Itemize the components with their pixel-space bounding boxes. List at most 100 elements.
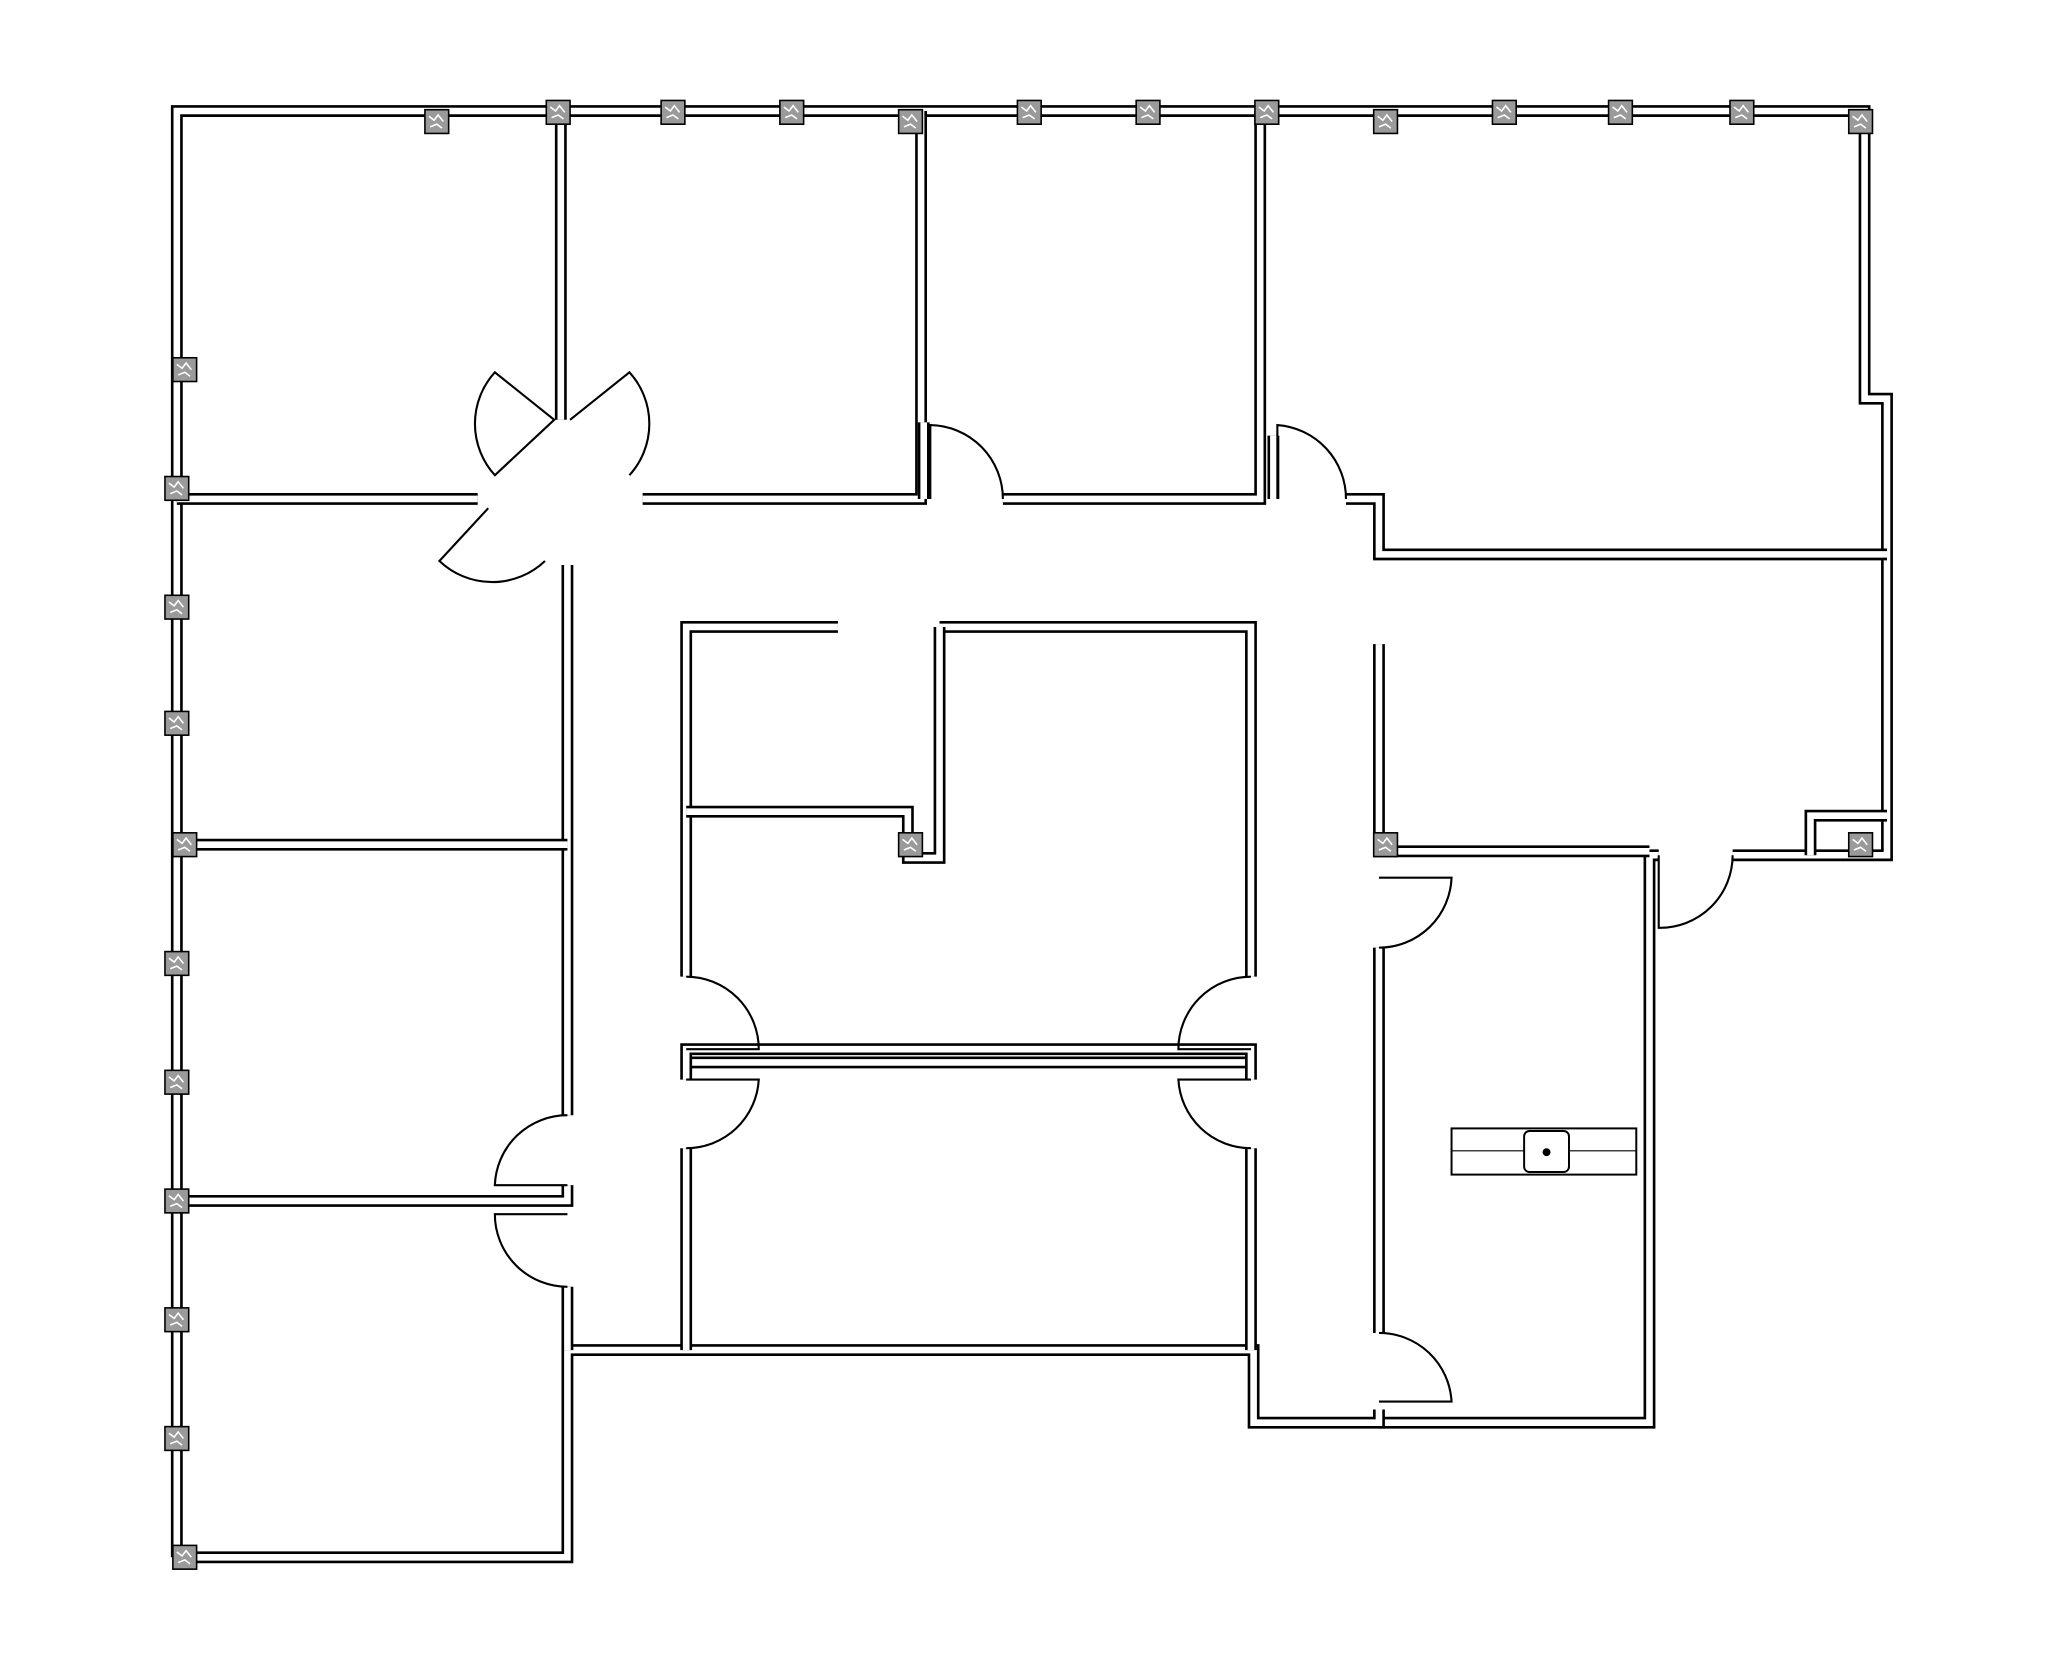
column-box bbox=[660, 99, 686, 125]
wall-core bbox=[173, 107, 1891, 1558]
column bbox=[164, 475, 190, 502]
column-hatch bbox=[1495, 104, 1512, 120]
column bbox=[1016, 99, 1042, 125]
wall-core bbox=[642, 111, 925, 503]
column-hatch bbox=[902, 113, 918, 129]
column-hatch bbox=[1377, 836, 1393, 852]
column-hatch bbox=[1377, 113, 1393, 129]
column-hatch bbox=[902, 836, 918, 852]
column-hatch bbox=[168, 715, 185, 731]
column-box bbox=[164, 1069, 190, 1095]
door-swing bbox=[437, 507, 546, 584]
column-hatch bbox=[168, 1311, 185, 1327]
column bbox=[660, 99, 686, 125]
door-swing bbox=[493, 1114, 568, 1187]
doors bbox=[437, 370, 1734, 1403]
column-hatch bbox=[1733, 104, 1750, 120]
column bbox=[897, 108, 924, 135]
door-swing bbox=[1378, 1331, 1453, 1403]
door-swing bbox=[686, 1078, 760, 1150]
door-swing bbox=[686, 975, 760, 1051]
column-box bbox=[1729, 99, 1755, 125]
column-hatch bbox=[664, 104, 681, 120]
column bbox=[1729, 99, 1755, 125]
column bbox=[424, 108, 450, 135]
column-box bbox=[1016, 99, 1042, 125]
door-swing bbox=[1276, 423, 1348, 499]
columns bbox=[164, 99, 1874, 1570]
column-box bbox=[545, 99, 571, 125]
wall-outline bbox=[176, 1344, 1385, 1564]
column-hatch bbox=[176, 836, 192, 852]
column bbox=[1847, 108, 1874, 135]
column bbox=[164, 950, 190, 977]
column-box bbox=[172, 1544, 198, 1570]
sink-drain-icon bbox=[1542, 1148, 1551, 1157]
wall-outline bbox=[686, 626, 946, 864]
column-box bbox=[164, 1188, 190, 1214]
column-hatch bbox=[1020, 104, 1037, 120]
column-box bbox=[172, 356, 198, 383]
door-swing bbox=[1177, 975, 1251, 1051]
column-box bbox=[1607, 99, 1634, 125]
column bbox=[164, 1069, 190, 1095]
wall-core bbox=[686, 626, 943, 862]
column-hatch bbox=[783, 104, 799, 120]
wall-core bbox=[1345, 495, 1888, 558]
wall-core bbox=[1375, 644, 1650, 855]
wall-outline bbox=[680, 621, 838, 977]
column-hatch bbox=[168, 1430, 185, 1446]
wall-core bbox=[176, 1346, 1383, 1561]
column-hatch bbox=[168, 1193, 185, 1209]
fixtures bbox=[1450, 1127, 1638, 1176]
wall-outline bbox=[1345, 493, 1888, 561]
wall-outline bbox=[642, 111, 928, 505]
column-hatch bbox=[1612, 104, 1628, 120]
column-box bbox=[1847, 108, 1874, 135]
column-box bbox=[1254, 99, 1280, 125]
column bbox=[172, 832, 198, 858]
column-box bbox=[164, 1425, 190, 1452]
column-box bbox=[1372, 108, 1399, 135]
door-swing bbox=[493, 1213, 568, 1288]
column-hatch bbox=[1258, 104, 1275, 120]
column-box bbox=[172, 832, 198, 858]
column-hatch bbox=[176, 1549, 192, 1565]
column-box bbox=[1847, 832, 1874, 858]
column bbox=[164, 710, 190, 736]
wall-outline bbox=[170, 105, 1893, 1558]
column bbox=[1847, 832, 1874, 858]
wall-core bbox=[1002, 111, 1264, 503]
door-swing bbox=[1177, 1078, 1251, 1150]
column bbox=[1372, 832, 1399, 858]
column-hatch bbox=[1852, 836, 1868, 852]
column-box bbox=[779, 99, 805, 125]
column-box bbox=[1135, 99, 1161, 125]
door-swing bbox=[569, 370, 651, 476]
column-box bbox=[164, 950, 190, 977]
wall-core bbox=[939, 623, 1255, 977]
column-box bbox=[164, 1307, 190, 1333]
column-box bbox=[164, 710, 190, 736]
column-hatch bbox=[168, 1074, 185, 1090]
column-box bbox=[1372, 832, 1399, 858]
column-box bbox=[1491, 99, 1517, 125]
column bbox=[164, 594, 190, 620]
column bbox=[897, 832, 924, 858]
wall-outline bbox=[1373, 644, 1650, 858]
door-swing bbox=[929, 423, 1004, 499]
column-box bbox=[164, 475, 190, 502]
column bbox=[172, 1544, 198, 1570]
column-hatch bbox=[168, 599, 185, 615]
column bbox=[545, 99, 571, 125]
wall-core bbox=[1378, 851, 1659, 1426]
column-hatch bbox=[168, 955, 185, 971]
column-hatch bbox=[168, 480, 185, 496]
column-box bbox=[164, 594, 190, 620]
column-box bbox=[897, 832, 924, 858]
column bbox=[1607, 99, 1634, 125]
door-swing bbox=[1378, 876, 1453, 949]
column bbox=[164, 1307, 190, 1333]
column-box bbox=[424, 108, 450, 135]
